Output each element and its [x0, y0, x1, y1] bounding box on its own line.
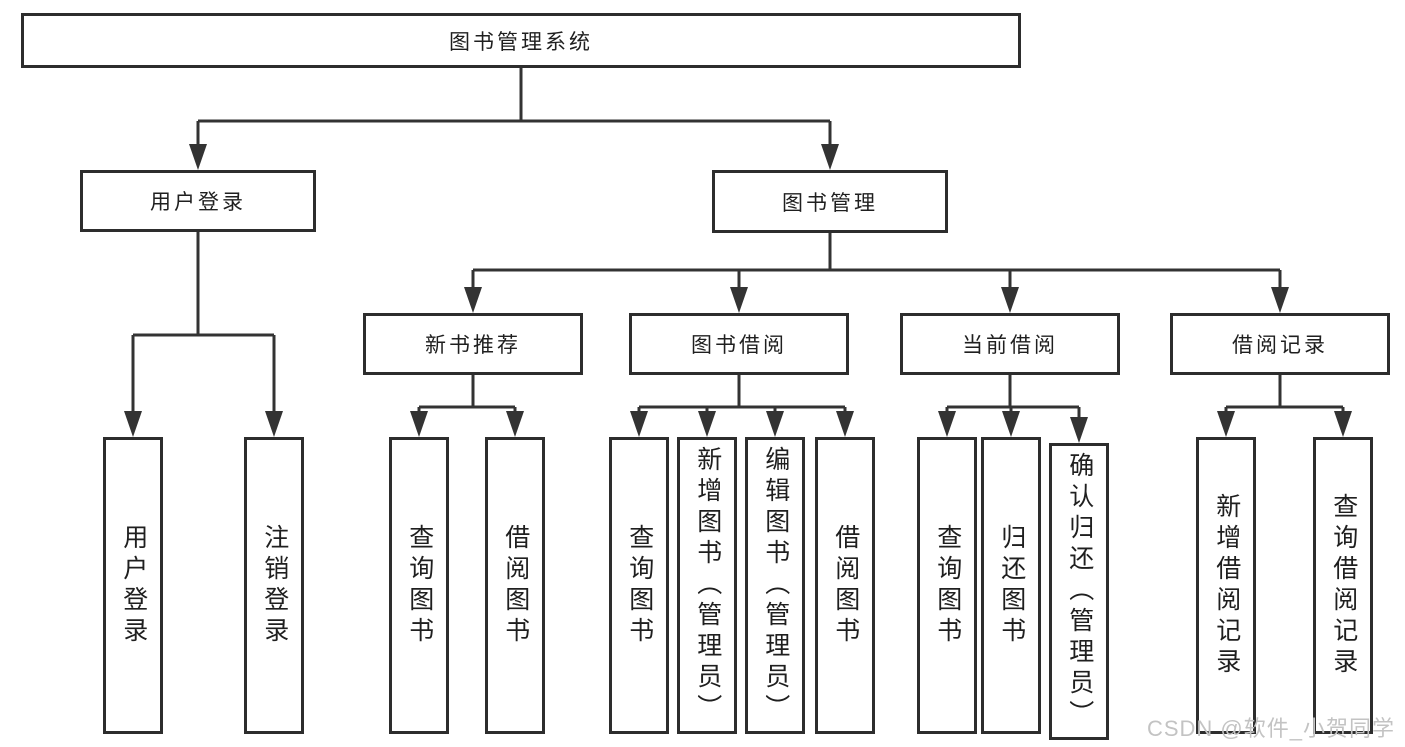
leaf-logout: 注销登录	[244, 437, 304, 734]
edge-root-to-level2	[189, 68, 839, 170]
edge-borrow-records-children	[1217, 375, 1352, 437]
leaf-logout-label: 注销登录	[260, 523, 289, 648]
leaf-borrow-edit-books-admin: 编辑图书（管理员）	[745, 437, 805, 734]
leaf-records-query-record-label: 查询借阅记录	[1329, 492, 1358, 679]
edge-book-borrow-children	[630, 375, 854, 437]
leaf-current-confirm-return-admin-label: 确认归还（管理员）	[1065, 452, 1094, 731]
leaf-current-query-books: 查询图书	[917, 437, 977, 734]
leaf-borrow-borrow-books: 借阅图书	[815, 437, 875, 734]
leaf-borrow-query-books: 查询图书	[609, 437, 669, 734]
node-book-borrow: 图书借阅	[629, 313, 849, 375]
leaf-current-return-books: 归还图书	[981, 437, 1041, 734]
leaf-user-login-label: 用户登录	[119, 523, 148, 648]
node-new-book-recommend: 新书推荐	[363, 313, 583, 375]
node-book-management: 图书管理	[712, 170, 948, 233]
edge-user-login-children	[124, 232, 283, 437]
leaf-current-return-books-label: 归还图书	[997, 523, 1026, 648]
edge-current-borrow-children	[938, 375, 1088, 443]
node-root: 图书管理系统	[21, 13, 1021, 68]
leaf-borrow-query-books-label: 查询图书	[625, 523, 654, 648]
leaf-newrec-query-books-label: 查询图书	[405, 523, 434, 648]
node-user-login: 用户登录	[80, 170, 316, 232]
leaf-newrec-borrow-books: 借阅图书	[485, 437, 545, 734]
leaf-newrec-query-books: 查询图书	[389, 437, 449, 734]
edge-book-management-children	[464, 233, 1289, 313]
edge-new-book-recommend-children	[410, 375, 524, 437]
leaf-borrow-edit-books-admin-label: 编辑图书（管理员）	[761, 446, 790, 725]
leaf-records-query-record: 查询借阅记录	[1313, 437, 1373, 734]
node-current-borrow: 当前借阅	[900, 313, 1120, 375]
leaf-current-confirm-return-admin: 确认归还（管理员）	[1049, 443, 1109, 740]
leaf-borrow-borrow-books-label: 借阅图书	[831, 523, 860, 648]
leaf-records-add-record: 新增借阅记录	[1196, 437, 1256, 734]
leaf-borrow-add-books-admin-label: 新增图书（管理员）	[693, 446, 722, 725]
leaf-current-query-books-label: 查询图书	[933, 523, 962, 648]
leaf-user-login: 用户登录	[103, 437, 163, 734]
leaf-newrec-borrow-books-label: 借阅图书	[501, 523, 530, 648]
leaf-records-add-record-label: 新增借阅记录	[1212, 492, 1241, 679]
csdn-watermark: CSDN @软件_小贺同学	[1146, 716, 1395, 741]
node-borrow-records: 借阅记录	[1170, 313, 1390, 375]
leaf-borrow-add-books-admin: 新增图书（管理员）	[677, 437, 737, 734]
